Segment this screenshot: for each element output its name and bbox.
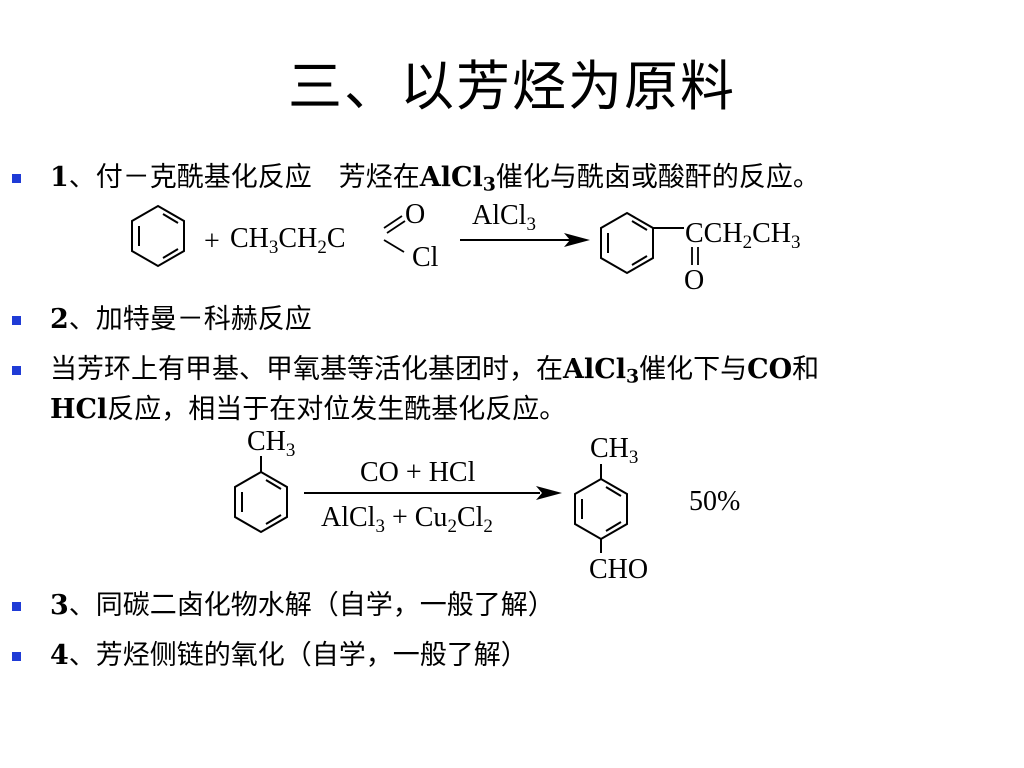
product-methyl-label: CH3 xyxy=(590,433,638,468)
product-ring xyxy=(574,464,628,553)
reagent-chlorine: Cl xyxy=(412,242,439,273)
bullet-square-icon xyxy=(12,366,21,375)
product-carbonyl-bond xyxy=(691,247,699,265)
reagent-oxygen: O xyxy=(405,199,425,230)
yield-label: 50% xyxy=(689,486,740,517)
plus-sign: + xyxy=(204,226,220,257)
bullet-text-end: 催化与酰卤或酸酐的反应。 xyxy=(495,162,820,193)
page-title: 三、以芳烃为原料 xyxy=(288,55,736,118)
bullet-square-icon xyxy=(12,652,21,661)
bullet-3-line-2: HCl反应，相当于在对位发生酰基化反应。 xyxy=(50,390,566,430)
arrow-below-catalyst: AlCl3 + Cu2Cl2 xyxy=(321,502,493,537)
bullet-square-icon xyxy=(12,602,21,611)
benzene-ring-reactant xyxy=(131,204,185,268)
carbonyl-bonds xyxy=(383,215,406,253)
bullet-text: 当芳环上有甲基、甲氧基等活化基团时，在 xyxy=(50,354,563,385)
bullet-number: 1 xyxy=(50,162,69,193)
bullet-text-line2: 反应，相当于在对位发生酰基化反应。 xyxy=(107,394,567,425)
bullet-text-mid: 催化下与 xyxy=(639,354,748,385)
toluene-ring xyxy=(234,456,288,534)
product-oxygen: O xyxy=(684,265,704,296)
bullet-bold: AlCl xyxy=(563,354,626,385)
arrow-above-reagents: CO + HCl xyxy=(360,457,476,488)
bullet-square-icon xyxy=(12,174,21,183)
reaction-arrow-2 xyxy=(304,486,562,500)
bullet-square-icon xyxy=(12,316,21,325)
bullet-text: 、付－克酰基化反应 芳烃在 xyxy=(68,162,420,193)
product-aldehyde-label: CHO xyxy=(589,554,648,585)
toluene-methyl-label: CH3 xyxy=(247,426,295,461)
catalyst-label: AlCl3 xyxy=(472,200,536,235)
bullet-bold-sub: 3 xyxy=(482,173,496,196)
bullet-bold: AlCl xyxy=(419,162,483,193)
bullet-text: 、同碳二卤化物水解（自学，一般了解） xyxy=(68,590,555,621)
bullet-bold-line2: HCl xyxy=(50,394,108,425)
bullet-text: 、芳烃侧链的氧化（自学，一般了解） xyxy=(68,640,528,671)
bullet-number: 2 xyxy=(50,304,69,335)
bullet-number: 4 xyxy=(50,640,69,671)
bullet-bold-sub: 3 xyxy=(625,365,640,388)
bullet-text: 、加特曼－科赫反应 xyxy=(68,304,312,335)
reaction-arrow xyxy=(460,233,590,247)
bullet-bold-2: CO xyxy=(747,354,793,385)
bullet-text-end: 和 xyxy=(792,354,820,385)
bullet-number: 3 xyxy=(50,590,69,621)
product-formula: CCH2CH3 xyxy=(685,218,800,253)
benzene-ring-product xyxy=(600,211,684,275)
reagent-formula: CH3CH2C xyxy=(230,223,346,258)
